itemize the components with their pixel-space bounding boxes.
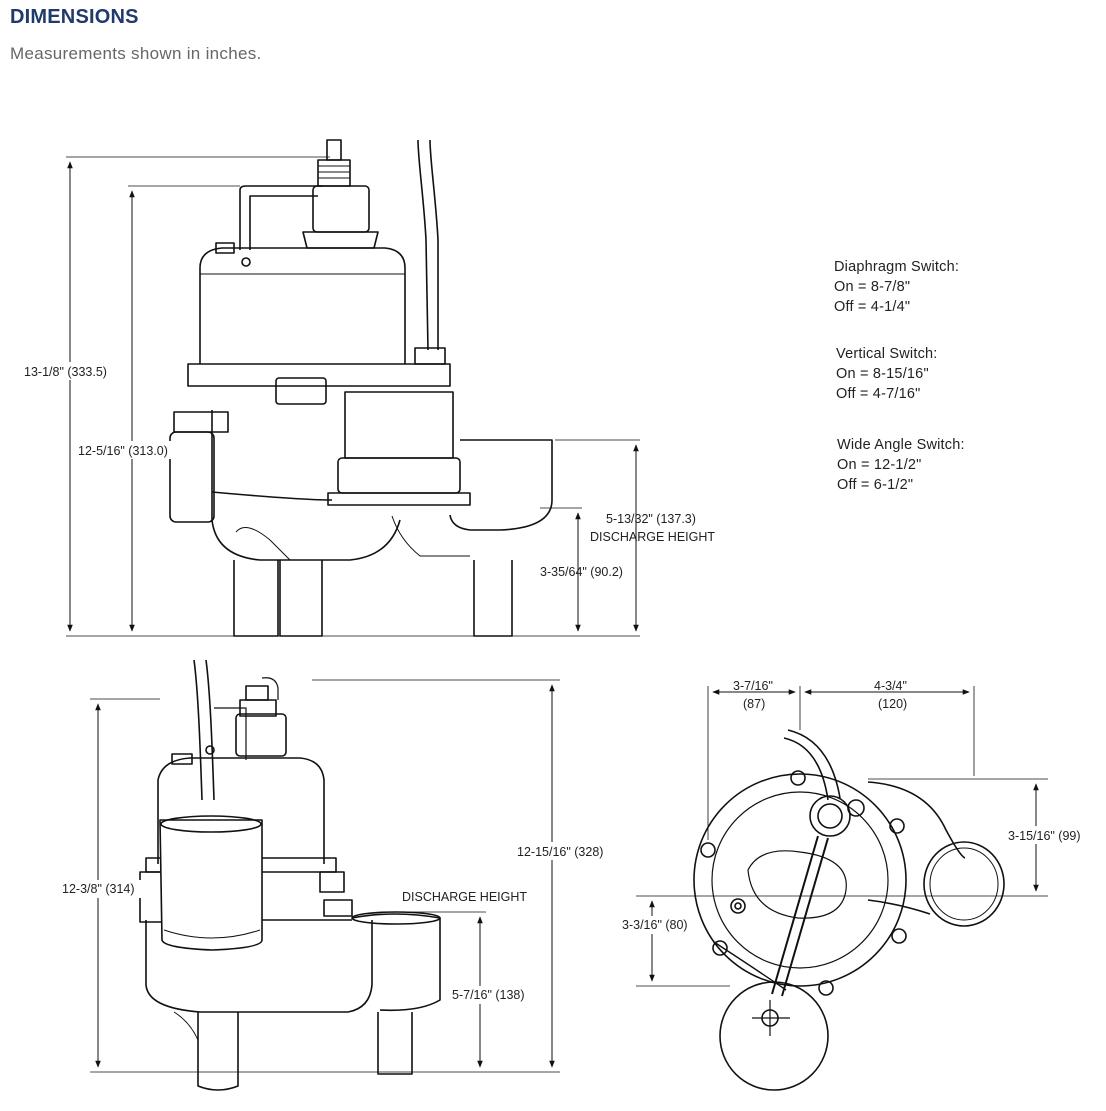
dim-body-height: 12-5/16" (313.0) <box>78 444 168 458</box>
switch-name: Wide Angle Switch: <box>837 437 965 453</box>
switch-name: Diaphragm Switch: <box>834 259 960 275</box>
switch-on: On = 8-7/8" <box>834 279 911 295</box>
switch-spec-vertical: Vertical Switch: On = 8-15/16" Off = 4-7… <box>836 344 938 404</box>
pump-front-view <box>169 139 553 637</box>
switch-name: Vertical Switch: <box>836 346 938 362</box>
dim-side-body-height: 12-3/8" (314) <box>62 882 135 896</box>
side-view-labels: 12-15/16" (328) 12-3/8" (314) DISCHARGE … <box>58 842 610 1004</box>
dim-offset-right-mm: (120) <box>878 697 907 711</box>
switch-off: Off = 4-1/4" <box>834 299 911 315</box>
dim-discharge-top: 5-13/32" (137.3) <box>606 512 696 526</box>
switch-off: Off = 6-1/2" <box>837 477 914 493</box>
dim-discharge-center: 3-35/64" (90.2) <box>540 565 623 579</box>
dim-offset-left-mm: (87) <box>743 697 765 711</box>
switch-on: On = 8-15/16" <box>836 366 929 382</box>
dim-side-overall-height: 12-15/16" (328) <box>517 845 603 859</box>
switch-spec-wide-angle: Wide Angle Switch: On = 12-1/2" Off = 6-… <box>837 435 965 495</box>
pump-side-view <box>139 659 441 1091</box>
side-discharge-height-label: DISCHARGE HEIGHT <box>402 890 527 904</box>
page-title: DIMENSIONS <box>10 6 139 28</box>
pump-top-view <box>693 729 1005 1091</box>
switch-spec-diaphragm: Diaphragm Switch: On = 8-7/8" Off = 4-1/… <box>834 257 959 317</box>
dim-top-left-offset: 3-3/16" (80) <box>622 918 688 932</box>
front-view-dimensions <box>66 156 640 637</box>
discharge-height-label: DISCHARGE HEIGHT <box>590 530 715 544</box>
dim-offset-left-in: 3-7/16" <box>733 679 773 693</box>
dim-side-discharge-height: 5-7/16" (138) <box>452 988 525 1002</box>
dim-offset-right-in: 4-3/4" <box>874 679 907 693</box>
top-view-dimensions <box>636 686 1048 987</box>
switch-on: On = 12-1/2" <box>837 457 922 473</box>
dim-top-right-offset: 3-15/16" (99) <box>1008 829 1081 843</box>
front-view-labels: 13-1/8" (333.5) 12-5/16" (313.0) 5-13/32… <box>20 362 715 579</box>
switch-off: Off = 4-7/16" <box>836 386 921 402</box>
dim-overall-height: 13-1/8" (333.5) <box>24 365 107 379</box>
page-subtitle: Measurements shown in inches. <box>10 44 262 63</box>
top-view-labels: 3-7/16" (87) 4-3/4" (120) 3-15/16" (99) … <box>618 679 1103 934</box>
